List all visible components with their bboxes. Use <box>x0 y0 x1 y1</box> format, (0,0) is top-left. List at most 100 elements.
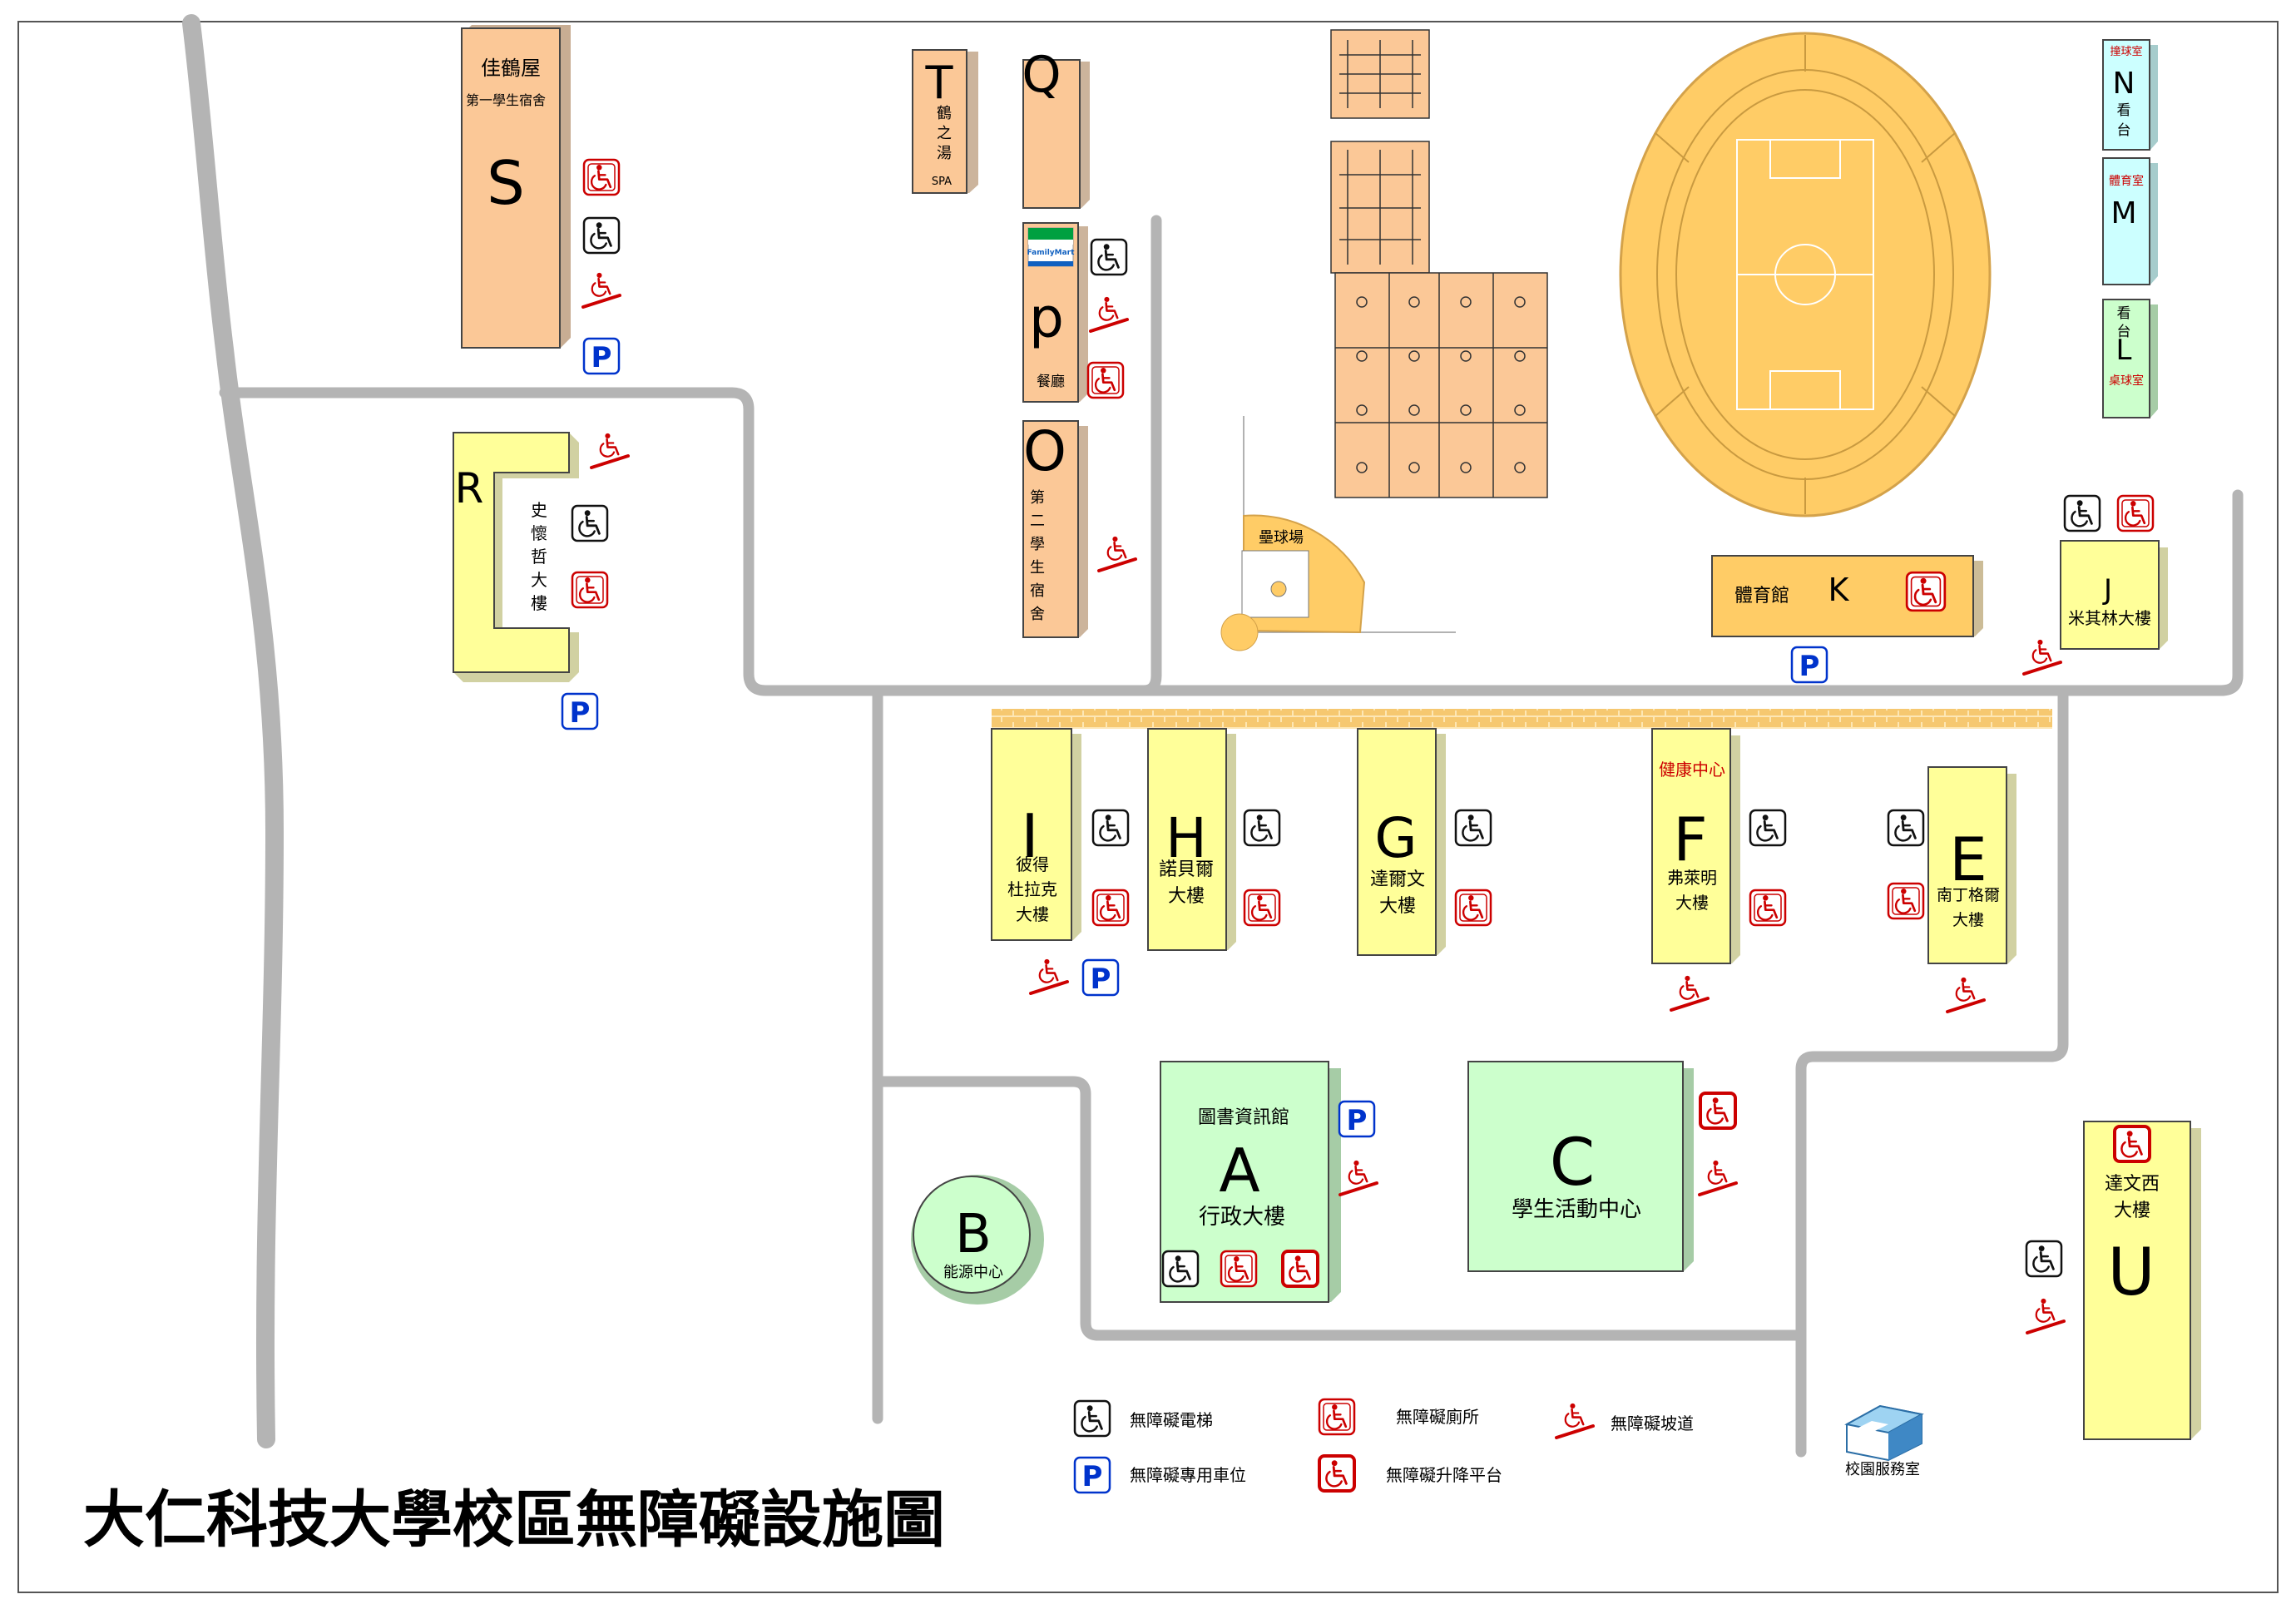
building-t[interactable]: T 鶴 之 湯 SPA <box>912 49 978 194</box>
accessible-toilet-icon <box>1093 890 1128 925</box>
svg-text:無障礙電梯: 無障礙電梯 <box>1130 1410 1213 1430</box>
accessible-toilet-icon <box>1456 890 1491 925</box>
building-q[interactable]: Q <box>1022 46 1090 209</box>
building-k-name: 體育館 <box>1734 586 1789 606</box>
accessible-parking-icon <box>582 337 621 375</box>
building-r[interactable]: R 史懷哲 大樓 <box>453 432 579 682</box>
building-s[interactable]: 佳鶴屋 第一學生宿舍 S <box>461 25 571 349</box>
wheelchair-elevator-icon <box>1163 1251 1198 1286</box>
wheelchair-elevator-icon <box>1456 810 1491 845</box>
central-road <box>760 489 2244 696</box>
accessible-ramp-icon <box>591 433 628 468</box>
accessible-toilet-icon <box>584 160 619 195</box>
building-f-tag: 健康中心 <box>1659 760 1725 780</box>
building-t-sub: SPA <box>932 176 952 188</box>
building-c-name: 學生活動中心 <box>1512 1197 1641 1222</box>
building-m[interactable]: 體育室 M <box>2102 157 2158 285</box>
building-j-letter: J <box>2102 573 2112 606</box>
building-l-tag: 桌球室 <box>2109 374 2144 388</box>
building-o[interactable]: O 第二學 生宿舍 <box>1022 419 1088 638</box>
building-g-letter: G <box>1374 806 1417 870</box>
building-f-letter: F <box>1673 805 1707 874</box>
accessible-toilet-icon <box>1319 1399 1354 1434</box>
accessible-toilet-icon <box>1244 890 1279 925</box>
svg-text:大: 大 <box>531 570 547 590</box>
building-n[interactable]: 撞球室 N 看 台 <box>2102 39 2158 151</box>
wheelchair-elevator-icon <box>1091 240 1126 275</box>
svg-text:二: 二 <box>1030 512 1045 530</box>
map-title: 大仁科技大學校區無障礙設施圖 <box>83 1484 945 1556</box>
stadium-track <box>1619 32 1992 517</box>
building-a[interactable]: 圖書資訊館 A 行政大樓 <box>1160 1061 1341 1303</box>
building-c[interactable]: C 學生活動中心 <box>1467 1061 1694 1272</box>
accessible-ramp-icon <box>2024 640 2061 674</box>
wheelchair-elevator-icon <box>572 506 607 541</box>
building-k[interactable]: 體育館 K <box>1711 555 1983 637</box>
svg-text:第: 第 <box>1030 489 1045 507</box>
svg-text:大樓: 大樓 <box>1379 896 1416 917</box>
svg-text:南丁格爾: 南丁格爾 <box>1937 886 2000 904</box>
wheelchair-elevator-icon <box>1888 810 1923 845</box>
accessible-parking-icon <box>1081 958 1120 997</box>
accessible-ramp-icon <box>1099 537 1136 571</box>
svg-text:生: 生 <box>1030 559 1045 577</box>
svg-text:杜拉克: 杜拉克 <box>1007 879 1057 899</box>
building-l[interactable]: 看 台 L 桌球室 <box>2102 299 2158 418</box>
building-k-letter: K <box>1828 572 1850 608</box>
svg-text:台: 台 <box>2117 122 2131 139</box>
wheelchair-elevator-icon <box>1075 1401 1110 1436</box>
building-h-letter: H <box>1165 806 1207 870</box>
accessible-ramp-icon <box>1091 297 1127 331</box>
accessible-ramp-icon <box>2027 1299 2064 1333</box>
building-b-name: 能源中心 <box>943 1264 1003 1281</box>
building-r-letter: R <box>455 464 484 512</box>
softball-field: 壘球場 <box>1220 416 1456 651</box>
svg-text:舍: 舍 <box>1030 606 1045 623</box>
legend: 無障礙電梯 無障礙廁所 無障礙坡道 無障礙專用車位 無障礙升降平台 校園服務室 <box>1073 1399 1920 1494</box>
svg-text:學: 學 <box>1030 536 1045 553</box>
building-e-letter: E <box>1949 824 1987 894</box>
building-m-letter: M <box>2110 196 2136 230</box>
softball-field-name: 壘球場 <box>1259 529 1304 547</box>
wheelchair-elevator-icon <box>1093 810 1128 845</box>
building-j-name: 米其林大樓 <box>2068 608 2151 628</box>
building-s-sub: 第一學生宿舍 <box>466 92 546 108</box>
svg-text:樓: 樓 <box>531 593 547 613</box>
building-s-name: 佳鶴屋 <box>481 57 541 80</box>
accessible-ramp-icon <box>1031 959 1067 993</box>
building-p-letter: p <box>1029 286 1064 350</box>
svg-text:史: 史 <box>531 500 547 520</box>
legend-parking: 無障礙專用車位 <box>1073 1456 1246 1494</box>
accessible-ramp-icon <box>1340 1161 1377 1195</box>
building-n-tag: 撞球室 <box>2110 45 2142 58</box>
building-k-toilet-icon <box>1907 572 1945 611</box>
building-a-name: 行政大樓 <box>1199 1205 1285 1230</box>
accessible-lift-icon <box>1319 1456 1354 1491</box>
roads <box>182 14 2244 1458</box>
building-n-letter: N <box>2113 67 2135 101</box>
building-b[interactable]: B 能源中心 <box>911 1175 1044 1305</box>
building-u-letter: U <box>2107 1235 2155 1310</box>
campus-service-office-icon <box>1844 1404 1924 1462</box>
svg-text:達爾文: 達爾文 <box>1370 869 1425 890</box>
building-t-name-2: 之 <box>937 125 952 142</box>
svg-text:達文西: 達文西 <box>2105 1174 2160 1195</box>
building-i-letter: I <box>1021 801 1038 871</box>
accessible-toilet-icon <box>1221 1251 1256 1286</box>
accessible-ramp-icon <box>583 273 620 307</box>
building-p[interactable]: FamilyMart p 餐廳 <box>1022 222 1088 403</box>
brick-walkway <box>992 709 2052 729</box>
svg-text:大樓: 大樓 <box>1675 893 1709 913</box>
accessible-ramp-icon <box>1700 1161 1736 1195</box>
accessible-parking-icon <box>1073 1456 1111 1494</box>
building-a-letter: A <box>1219 1136 1259 1206</box>
svg-text:大樓: 大樓 <box>1016 904 1049 924</box>
wheelchair-elevator-icon <box>2065 496 2100 531</box>
building-j[interactable]: J 米其林大樓 <box>2060 540 2168 650</box>
